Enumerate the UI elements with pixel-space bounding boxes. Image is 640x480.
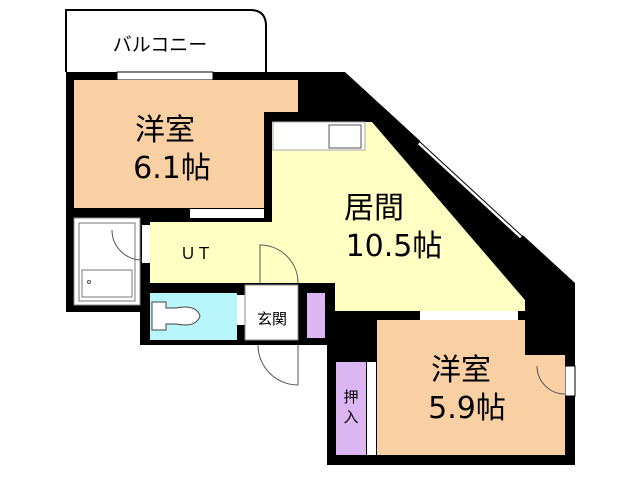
living-room-name: 居間 [344, 191, 404, 226]
living-room-size: 10.5帖 [346, 229, 443, 264]
room-1-size: 6.1帖 [133, 151, 211, 186]
utility-label: ＵＴ [180, 244, 212, 263]
western-room-1 [74, 80, 298, 208]
front-door-swing-icon [257, 344, 299, 386]
door-swing-icon [536, 365, 566, 395]
doorway [420, 311, 518, 320]
room-2-size: 5.9帖 [428, 391, 506, 426]
door-swing-icon [259, 244, 299, 284]
doorway [190, 209, 264, 218]
bathtub-icon [81, 269, 133, 298]
shoe-closet [307, 293, 325, 338]
room-2-name: 洋室 [431, 353, 491, 388]
front-door-area [258, 345, 298, 385]
entrance [244, 284, 299, 341]
toilet-icon [151, 301, 201, 331]
diagonal-window-line [419, 141, 523, 237]
living-room [150, 122, 525, 311]
closet [336, 362, 366, 455]
entry-hall [260, 258, 298, 283]
closet-door[interactable] [367, 362, 376, 455]
closet-label-1: 押 [343, 388, 358, 406]
toilet-door [237, 295, 245, 325]
door-swing-icon [111, 229, 143, 261]
balcony [65, 9, 267, 72]
bath-door [142, 225, 150, 263]
window [564, 365, 576, 397]
room-1-name: 洋室 [135, 113, 195, 148]
western-room-2 [377, 320, 565, 455]
closet-label-2: 入 [343, 408, 358, 426]
entrance-label: 玄関 [257, 310, 287, 328]
balcony-label: バルコニー [113, 34, 208, 56]
drain-icon [87, 280, 91, 284]
sink-icon [328, 124, 362, 149]
window [116, 71, 214, 81]
